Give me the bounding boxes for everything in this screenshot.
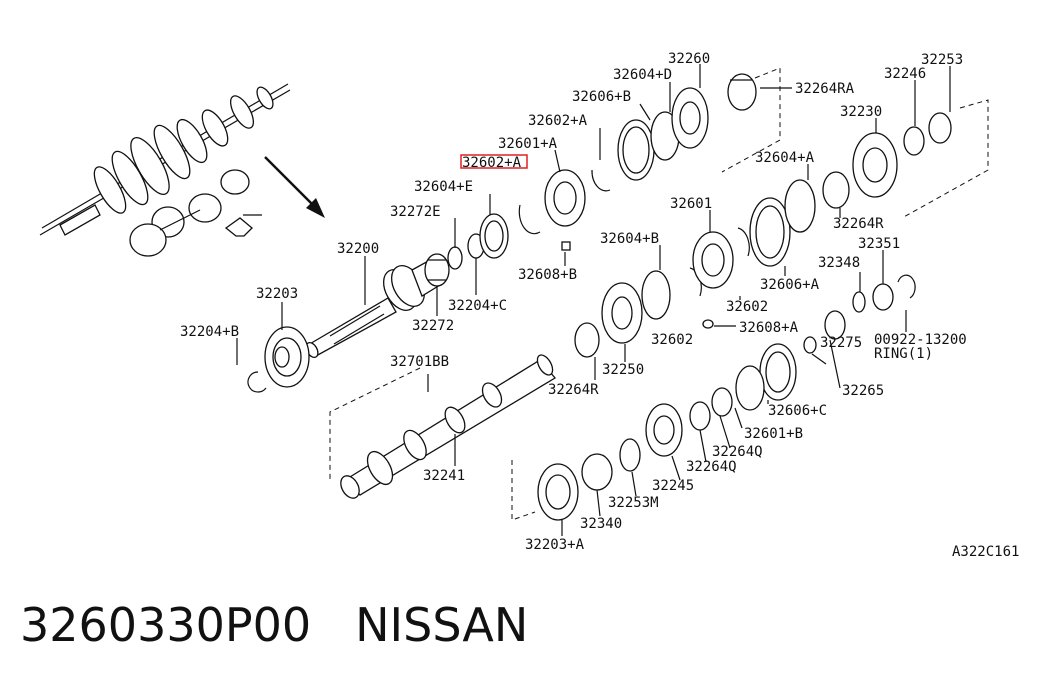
label-32264q-upper: 32264Q	[712, 444, 763, 460]
label-32245: 32245	[652, 478, 694, 494]
part-number: 3260330P00	[20, 598, 312, 652]
label-32264ra: 32264RA	[795, 81, 855, 97]
label-32264q-lower: 32264Q	[686, 459, 737, 475]
sleeve-32606b	[617, 119, 655, 181]
label-32606c: 32606+C	[768, 403, 827, 419]
label-32602-upper: 32602	[726, 299, 768, 315]
hub-32601a	[544, 169, 586, 227]
label-32604b: 32604+B	[600, 231, 659, 247]
label-32253: 32253	[921, 52, 963, 68]
gear-32245	[645, 403, 683, 457]
needle-32264q	[711, 387, 733, 417]
snap-ring-00922	[897, 274, 916, 299]
label-32260: 32260	[668, 51, 710, 67]
bearing-32203	[264, 326, 310, 388]
label-32601a: 32601+A	[498, 136, 558, 152]
synchro-32604a	[784, 179, 816, 233]
needle-bearing-32264ra	[727, 73, 757, 111]
hub-32601	[692, 231, 734, 289]
counter-shaft	[340, 354, 556, 499]
label-32200: 32200	[337, 241, 379, 257]
hub-32601b	[735, 365, 765, 411]
insert-32608a	[702, 319, 714, 329]
label-32351: 32351	[858, 236, 900, 252]
synchro-32604b	[641, 270, 671, 320]
washer-32275	[803, 336, 817, 354]
label-32203: 32203	[256, 286, 298, 302]
label-32608b: 32608+B	[518, 267, 577, 283]
label-00922-13200: 00922-13200	[874, 332, 967, 348]
label-32604e: 32604+E	[414, 179, 473, 195]
part-labels: 32260 32604+D 32264RA 32606+B 32602+A 32…	[180, 51, 1019, 560]
label-32602a-highlighted: 32602+A	[462, 155, 522, 171]
label-32203a: 32203+A	[525, 537, 585, 553]
label-32272: 32272	[412, 318, 454, 334]
snap-ring-32204b	[247, 371, 267, 393]
label-32340: 32340	[580, 516, 622, 532]
gear-32250	[601, 282, 643, 344]
needle-bearing-32264r	[822, 171, 850, 209]
collar-32253m	[619, 438, 641, 472]
highlight-box	[460, 154, 528, 169]
label-32606b: 32606+B	[572, 89, 631, 105]
label-32264r-lower: 32264R	[548, 382, 599, 398]
label-32204b: 32204+B	[180, 324, 239, 340]
leader-lines	[236, 64, 951, 536]
part-caption: 3260330P00 NISSAN	[20, 598, 528, 652]
label-32604d: 32604+D	[613, 67, 672, 83]
washer-32246	[903, 126, 925, 156]
sleeve-32606c	[759, 343, 797, 401]
label-32604a: 32604+A	[755, 150, 815, 166]
label-32272e: 32272E	[390, 204, 441, 220]
label-32606a: 32606+A	[760, 277, 820, 293]
label-32265: 32265	[842, 383, 884, 399]
ring-32348	[852, 291, 866, 313]
bearing-32351	[872, 283, 894, 311]
gear-32340	[581, 453, 613, 491]
needle-32265	[824, 310, 846, 340]
label-32204c: 32204+C	[448, 298, 507, 314]
label-32253m: 32253M	[608, 495, 659, 511]
bearing-32203a	[537, 463, 579, 521]
diagram-code: A322C161	[952, 544, 1019, 560]
collar-32253	[928, 112, 952, 144]
exploded-parts-diagram: 32260 32604+D 32264RA 32606+B 32602+A 32…	[39, 51, 1019, 560]
label-32601b: 32601+B	[744, 426, 803, 442]
washer-32272e	[447, 246, 463, 270]
label-32275: 32275	[820, 335, 862, 351]
direction-arrow	[264, 156, 325, 218]
label-32602a-top: 32602+A	[528, 113, 588, 129]
spring-32602a-upper	[591, 169, 611, 192]
label-ring: RING(1)	[874, 346, 933, 362]
needle-bearing-32272	[424, 253, 450, 287]
label-32608a: 32608+A	[739, 320, 799, 336]
main-shaft	[305, 259, 441, 359]
spring-32602a	[518, 204, 541, 235]
label-32246: 32246	[884, 66, 926, 82]
gear-32230	[852, 132, 898, 198]
label-32264r-upper: 32264R	[833, 216, 884, 232]
label-32602-lower: 32602	[651, 332, 693, 348]
label-32701bb: 32701BB	[390, 354, 449, 370]
label-32348: 32348	[818, 255, 860, 271]
brand-name: NISSAN	[355, 598, 529, 652]
spring-32602-upper	[737, 227, 750, 257]
label-32241: 32241	[423, 468, 465, 484]
label-32250: 32250	[602, 362, 644, 378]
needle-bearing-32264r-lower	[574, 322, 600, 358]
sleeve-32606a	[749, 197, 791, 267]
label-32601: 32601	[670, 196, 712, 212]
needle-32264q-2	[689, 401, 711, 431]
label-32230: 32230	[840, 104, 882, 120]
assembly-overview-illustration	[39, 83, 291, 257]
insert-32608b	[561, 241, 571, 251]
